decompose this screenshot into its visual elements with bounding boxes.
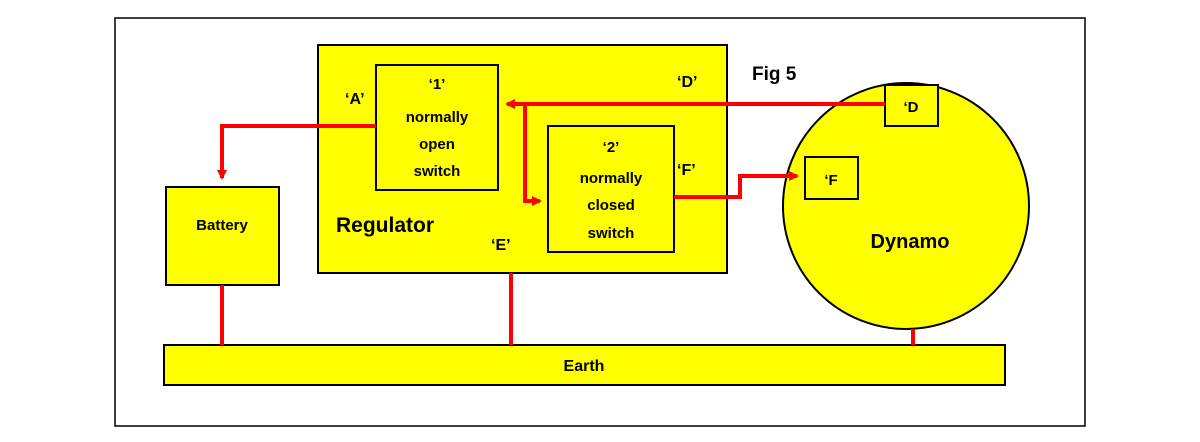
regulator-terminal-f: ‘F’ bbox=[677, 162, 696, 179]
switch-1-number: ‘1’ bbox=[429, 76, 446, 93]
battery-box bbox=[165, 186, 280, 286]
switch-2-line-3: switch bbox=[588, 225, 635, 242]
wire-d-to-switch-2 bbox=[523, 104, 542, 206]
earth-label: Earth bbox=[564, 358, 605, 375]
switch-1-box bbox=[375, 64, 499, 191]
regulator-label: Regulator bbox=[336, 214, 434, 237]
switch-2-box bbox=[547, 125, 675, 253]
dynamo-terminal-d-box bbox=[884, 84, 939, 127]
battery-label: Battery bbox=[196, 217, 248, 234]
switch-2-number: ‘2’ bbox=[603, 139, 620, 156]
regulator-terminal-a: ‘A’ bbox=[345, 91, 365, 108]
dynamo-terminal-d-label: ‘D bbox=[904, 99, 919, 116]
switch-2-line-2: closed bbox=[587, 197, 635, 214]
figure-label: Fig 5 bbox=[752, 64, 797, 85]
wiring bbox=[217, 99, 915, 345]
regulator-terminal-d: ‘D’ bbox=[677, 74, 697, 91]
switch-1-line-3: switch bbox=[414, 163, 461, 180]
switch-1-line-1: normally bbox=[406, 109, 469, 126]
regulator-terminal-e: ‘E’ bbox=[491, 237, 511, 254]
switch-2-text: ‘2’ normally closed switch bbox=[580, 139, 643, 242]
switch-1-line-2: open bbox=[419, 136, 455, 153]
dynamo-terminal-f-box bbox=[804, 156, 859, 200]
wire-switch-2-to-dynamo-f bbox=[674, 171, 799, 199]
earth-bar bbox=[163, 344, 1006, 386]
dynamo-circle bbox=[782, 82, 1030, 330]
switch-2-line-1: normally bbox=[580, 170, 643, 187]
dynamo-label: Dynamo bbox=[871, 231, 950, 253]
wire-a-to-battery bbox=[217, 124, 376, 180]
dynamo-terminal-f-label: ‘F bbox=[824, 172, 837, 189]
switch-1-text: ‘1’ normally open switch bbox=[406, 76, 469, 180]
